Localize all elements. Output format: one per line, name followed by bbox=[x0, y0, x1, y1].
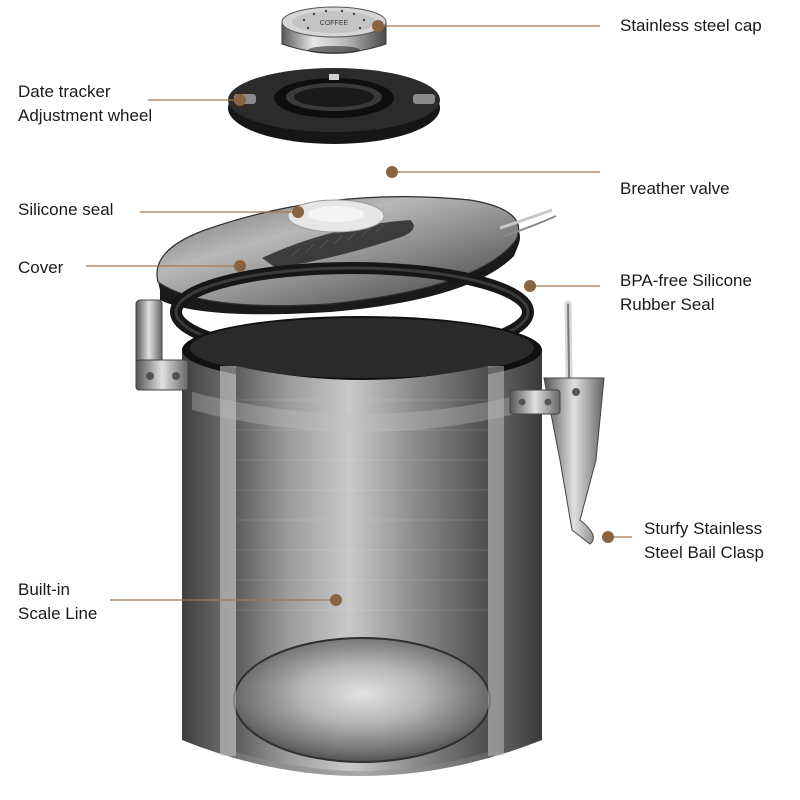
callout-dot-clasp bbox=[602, 531, 614, 543]
stainless-steel-cap: COFFEE bbox=[281, 6, 387, 54]
valve-vents bbox=[291, 224, 385, 257]
label-bpa-free-seal: BPA-free Silicone Rubber Seal bbox=[620, 269, 752, 317]
canister-cover bbox=[156, 196, 557, 315]
label-line: Adjustment wheel bbox=[18, 106, 153, 125]
label-line: Built-in bbox=[18, 580, 70, 599]
callout-dot-cover bbox=[234, 260, 246, 272]
label-breather-valve: Breather valve bbox=[620, 177, 730, 201]
label-line: Cover bbox=[18, 258, 64, 277]
callout-dot-scale bbox=[330, 594, 342, 606]
cap-dial-marks bbox=[302, 9, 366, 30]
callout-dot-bpa-seal bbox=[524, 280, 536, 292]
callout-dot-silicone-seal bbox=[292, 206, 304, 218]
label-cover: Cover bbox=[18, 256, 63, 280]
callout-dots bbox=[234, 20, 614, 606]
cap-engraving-text: COFFEE bbox=[320, 20, 349, 27]
steel-bail-clasp bbox=[509, 300, 605, 545]
label-stainless-steel-cap: Stainless steel cap bbox=[620, 14, 762, 38]
label-line: Sturfy Stainless bbox=[644, 519, 763, 538]
date-tracker-wheel bbox=[228, 68, 440, 144]
label-scale-line: Built-in Scale Line bbox=[18, 578, 97, 626]
label-line: Steel Bail Clasp bbox=[644, 543, 765, 562]
canister-body bbox=[182, 316, 542, 776]
label-bail-clasp: Sturfy Stainless Steel Bail Clasp bbox=[644, 517, 764, 565]
label-line: Date tracker bbox=[18, 82, 111, 101]
label-line: BPA-free Silicone bbox=[620, 271, 752, 290]
callout-dot-cap bbox=[372, 20, 384, 32]
label-line: Stainless steel cap bbox=[620, 16, 762, 35]
label-date-tracker: Date tracker Adjustment wheel bbox=[18, 80, 152, 128]
label-silicone-seal: Silicone seal bbox=[18, 198, 113, 222]
label-line: Silicone seal bbox=[18, 200, 114, 219]
brushed-texture bbox=[236, 399, 488, 611]
left-hinge bbox=[135, 299, 189, 391]
leader-lines bbox=[86, 25, 632, 601]
callout-dot-date-tracker bbox=[234, 94, 246, 106]
label-line: Scale Line bbox=[18, 604, 98, 623]
label-line: Rubber Seal bbox=[620, 295, 715, 314]
callout-dot-breather-valve bbox=[386, 166, 398, 178]
label-line: Breather valve bbox=[620, 179, 730, 198]
